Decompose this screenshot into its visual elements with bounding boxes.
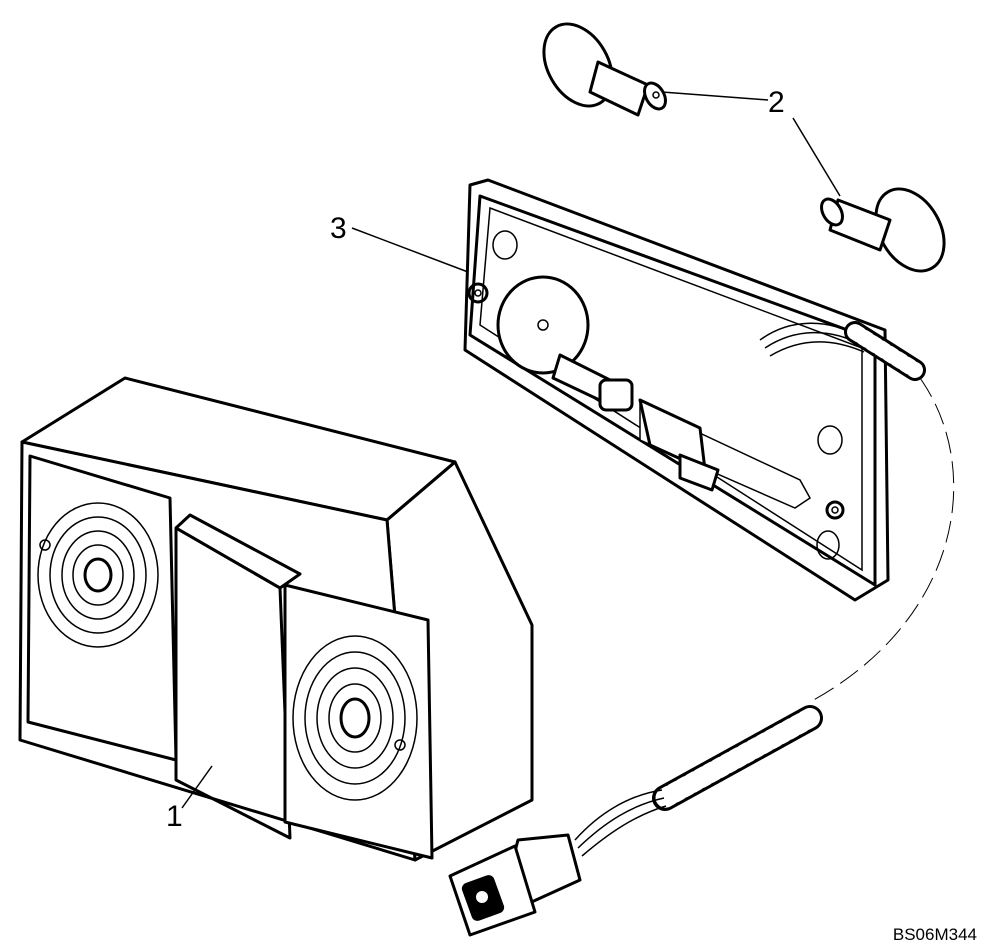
connector-plug [448,833,582,937]
right-lens [283,583,434,860]
reflector-panel [174,513,302,840]
figure-reference: BS06M344 [893,925,977,944]
left-lens [26,454,178,762]
bulb-lower [820,187,946,273]
leader-lines [181,91,841,809]
callout-label-1: 1 [166,800,183,833]
callout-label-3: 3 [330,212,347,245]
bulb-upper [542,22,667,117]
lamp-base-plate [463,178,890,602]
wire-harness [574,321,955,857]
callout-label-2: 2 [768,86,785,119]
